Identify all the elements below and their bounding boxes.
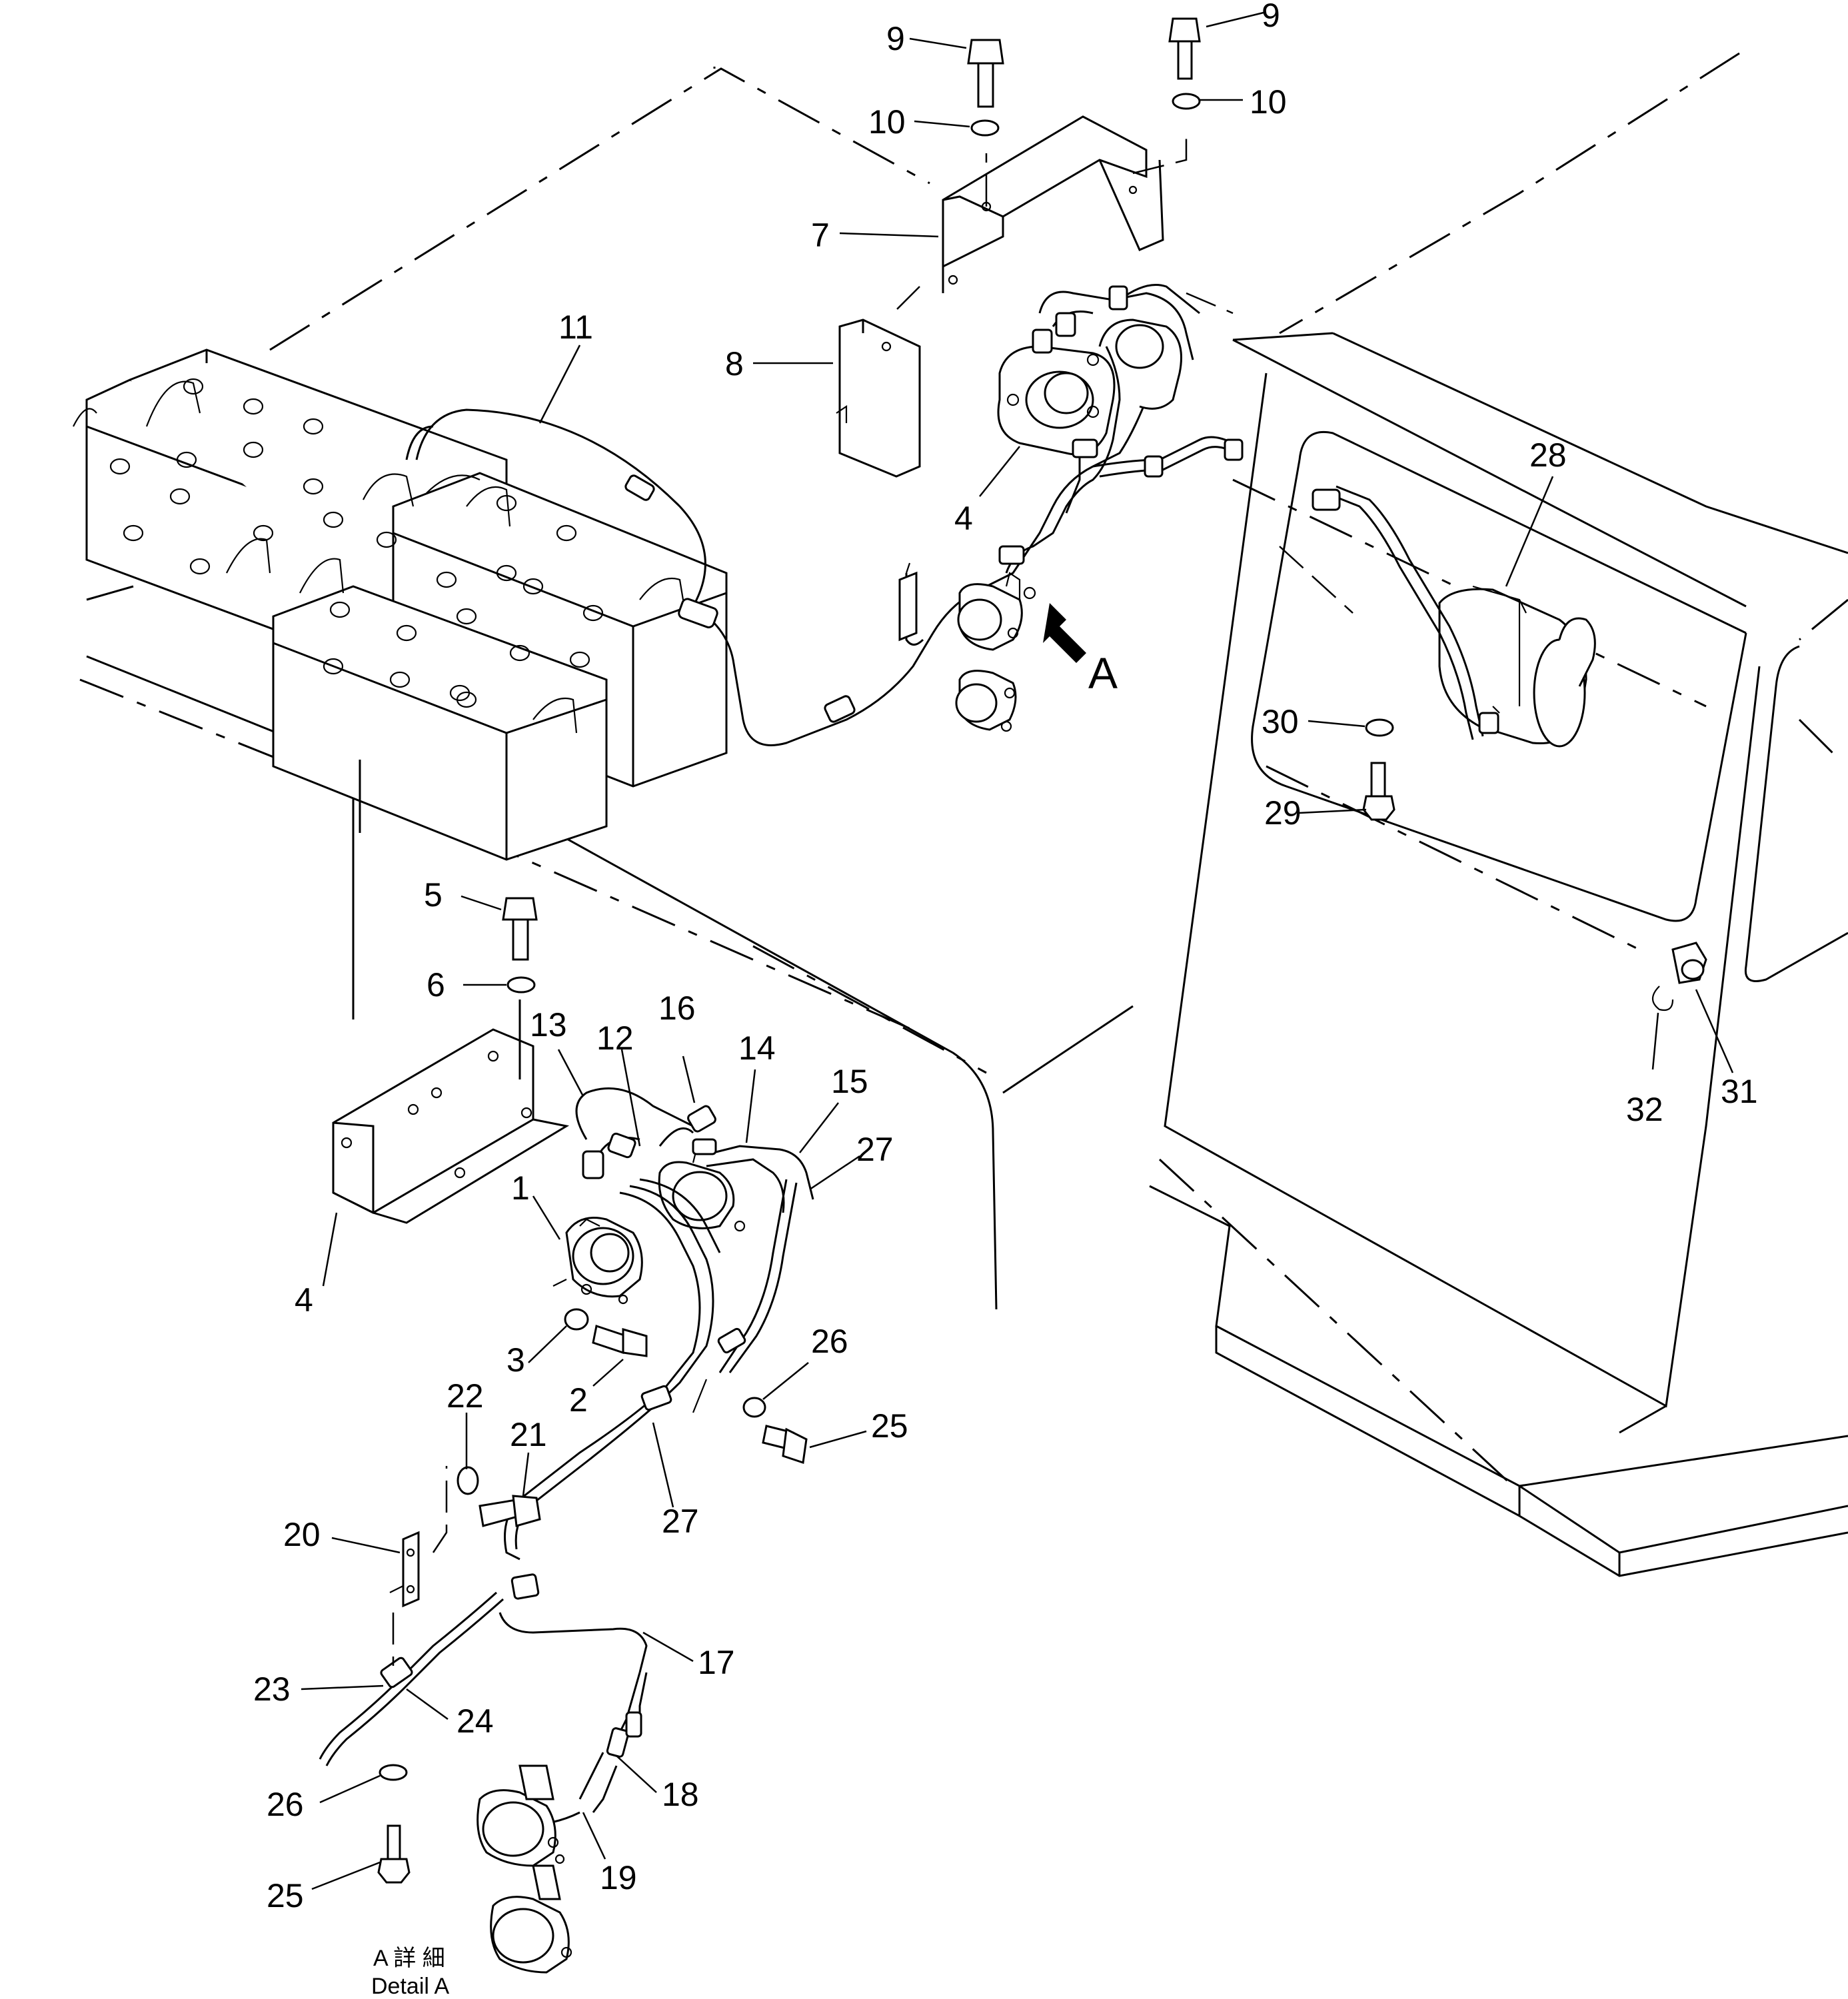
bolt-5 (502, 897, 538, 961)
callout-23: 23 (253, 1670, 291, 1708)
bolt-29 (1362, 762, 1395, 821)
clip-32 (1651, 986, 1674, 1011)
callout-2: 2 (569, 1381, 588, 1419)
relay-19 (476, 1764, 572, 1974)
detail-a-small-relays (898, 562, 1036, 732)
callout-1: 1 (511, 1169, 530, 1207)
callout-26: 26 (267, 1786, 304, 1823)
callout-13: 13 (530, 1006, 567, 1043)
view-marker-a: A (1088, 648, 1118, 698)
callout-27: 27 (856, 1131, 894, 1168)
callout-24: 24 (457, 1702, 494, 1740)
callout-9: 9 (886, 20, 905, 57)
bolt-25-lower (377, 1824, 411, 1884)
bolt-9-left (967, 39, 1004, 108)
callout-4: 4 (295, 1281, 313, 1319)
bolt-21 (478, 1495, 541, 1527)
detail-caption-line1: A 詳 細 (373, 1946, 445, 1971)
callout-16: 16 (658, 990, 696, 1027)
callout-19: 19 (600, 1859, 637, 1896)
washer-6 (506, 976, 536, 994)
callout-11: 11 (558, 309, 593, 346)
lower-harness (319, 1087, 814, 1827)
callout-10: 10 (1250, 83, 1287, 121)
callout-8: 8 (725, 345, 744, 382)
callout-26: 26 (811, 1323, 848, 1360)
callout-15: 15 (831, 1063, 868, 1100)
bracket-4-lower (332, 1000, 570, 1224)
callout-18: 18 (662, 1776, 699, 1813)
callout-21: 21 (510, 1416, 547, 1453)
washer-3 (564, 1308, 589, 1331)
callout-17: 17 (698, 1644, 735, 1681)
callout-25: 25 (267, 1877, 304, 1914)
washer-10-left (970, 119, 1000, 137)
callout-4: 4 (954, 500, 973, 537)
battery-cable (405, 399, 1148, 746)
washer-26-right (742, 1397, 766, 1418)
relay-1 (552, 1217, 643, 1305)
bolt-9-right (1168, 17, 1201, 80)
washer-10-right (1172, 93, 1201, 110)
callout-29: 29 (1264, 794, 1302, 832)
leader-lines (301, 11, 1734, 1890)
fitting-31 (1671, 942, 1707, 984)
callout-7: 7 (811, 217, 830, 254)
bolt-25-right (762, 1425, 808, 1464)
callout-25: 25 (871, 1407, 908, 1445)
view-arrow-a (1043, 603, 1086, 663)
callouts: 9 9 10 10 7 8 11 4 28 30 29 5 6 13 12 16… (253, 0, 1758, 1914)
bolt-2 (592, 1325, 648, 1357)
callout-31: 31 (1721, 1073, 1758, 1110)
component-28 (1312, 485, 1596, 748)
relay-assembly-upper (997, 284, 1244, 574)
detail-caption-line2: Detail A (371, 1974, 449, 1999)
washer-22 (457, 1466, 479, 1495)
callout-28: 28 (1529, 436, 1567, 474)
callout-5: 5 (424, 876, 443, 914)
callout-10: 10 (868, 103, 906, 141)
washer-26-lower (379, 1764, 408, 1781)
callout-27: 27 (662, 1503, 699, 1540)
callout-20: 20 (283, 1516, 321, 1553)
callout-32: 32 (1626, 1091, 1663, 1128)
callout-14: 14 (738, 1029, 776, 1067)
callout-12: 12 (596, 1019, 634, 1057)
cab-body (1149, 372, 1848, 1577)
callout-22: 22 (447, 1377, 484, 1415)
callout-9: 9 (1262, 0, 1280, 34)
callout-3: 3 (506, 1341, 525, 1379)
callout-6: 6 (427, 966, 445, 1003)
bracket-8 (836, 319, 921, 478)
bracket-7 (892, 115, 1188, 314)
callout-30: 30 (1262, 703, 1299, 740)
bracket-20 (389, 1466, 448, 1666)
washer-30 (1365, 718, 1394, 737)
battery-bank (73, 348, 728, 861)
